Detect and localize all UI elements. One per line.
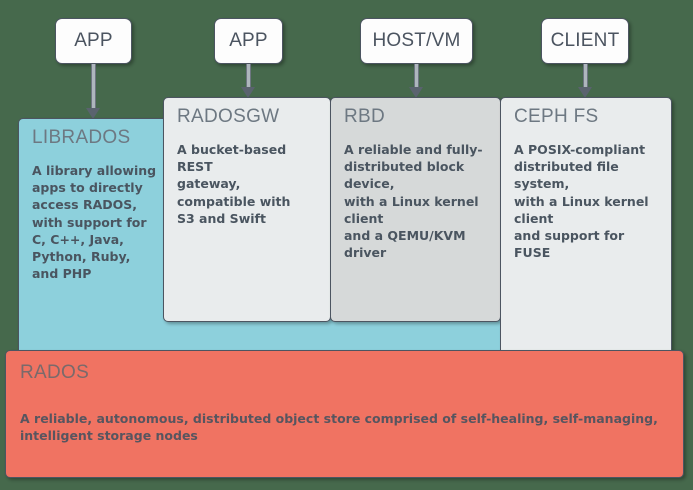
arrow-shaft [245, 64, 251, 87]
client-box-label: HOST/VM [372, 30, 461, 51]
layer-description: A library allowing apps to directly acce… [32, 162, 157, 282]
layer-title: CEPH FS [514, 106, 599, 127]
layer-title: RBD [344, 106, 386, 127]
layer-title: RADOS [20, 362, 90, 383]
layer-title: RADOSGW [177, 106, 280, 127]
client-box-app-radosgw[interactable]: APP [214, 18, 283, 64]
client-box-client[interactable]: CLIENT [541, 18, 629, 64]
arrow-shaft [90, 64, 96, 108]
client-box-label: CLIENT [550, 30, 620, 51]
client-box-label: APP [74, 30, 113, 51]
layer-radosgw[interactable]: RADOSGW A bucket-based REST gateway, com… [163, 97, 331, 322]
layer-description: A reliable, autonomous, distributed obje… [20, 410, 658, 444]
layer-ceph-fs[interactable]: CEPH FS A POSIX-compliant distributed fi… [500, 97, 672, 372]
layer-title: LIBRADOS [32, 127, 131, 148]
layer-description: A bucket-based REST gateway, compatible … [177, 141, 291, 226]
layer-rados[interactable]: RADOS A reliable, autonomous, distribute… [5, 350, 684, 478]
layer-description: A POSIX-compliant distributed file syste… [514, 141, 649, 261]
client-box-host-vm[interactable]: HOST/VM [360, 18, 473, 64]
arrow-shaft [582, 64, 588, 87]
client-box-app-librados[interactable]: APP [55, 18, 132, 64]
arrow-shaft [413, 64, 419, 87]
layer-description: A reliable and fully- distributed block … [344, 141, 483, 261]
client-box-label: APP [229, 30, 268, 51]
layer-rbd[interactable]: RBD A reliable and fully- distributed bl… [330, 97, 501, 322]
